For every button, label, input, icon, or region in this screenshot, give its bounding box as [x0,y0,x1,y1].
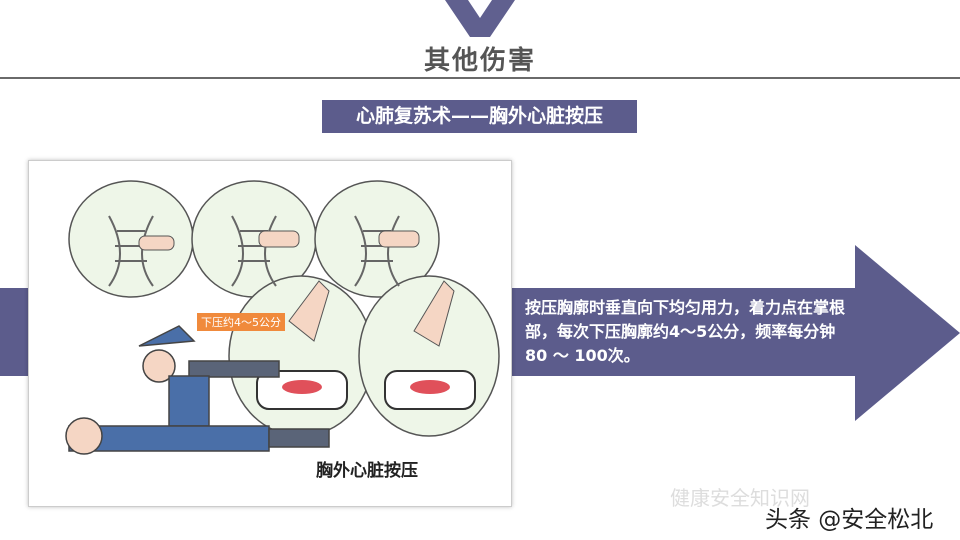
illustration-caption: 胸外心脏按压 [316,461,418,481]
description-text: 按压胸廓时垂直向下均匀用力，着力点在掌根部，每次下压胸廓约4～5公分，频率每分钟… [525,298,846,365]
section-label: 心肺复苏术——胸外心脏按压 [322,100,637,133]
chevron-down-icon [445,0,515,37]
credit-watermark: 头条 @安全松北 [765,507,934,533]
illustration-drawing [65,180,500,455]
page-title: 其他伤害 [423,46,536,76]
cpr-illustration: 下压约4～5公分 胸外心脏按压 [28,160,512,507]
depth-tag: 下压约4～5公分 [197,313,285,331]
source-watermark: 健康安全知识网 [670,486,810,510]
arrow-right-icon [855,245,960,421]
divider [0,77,960,79]
